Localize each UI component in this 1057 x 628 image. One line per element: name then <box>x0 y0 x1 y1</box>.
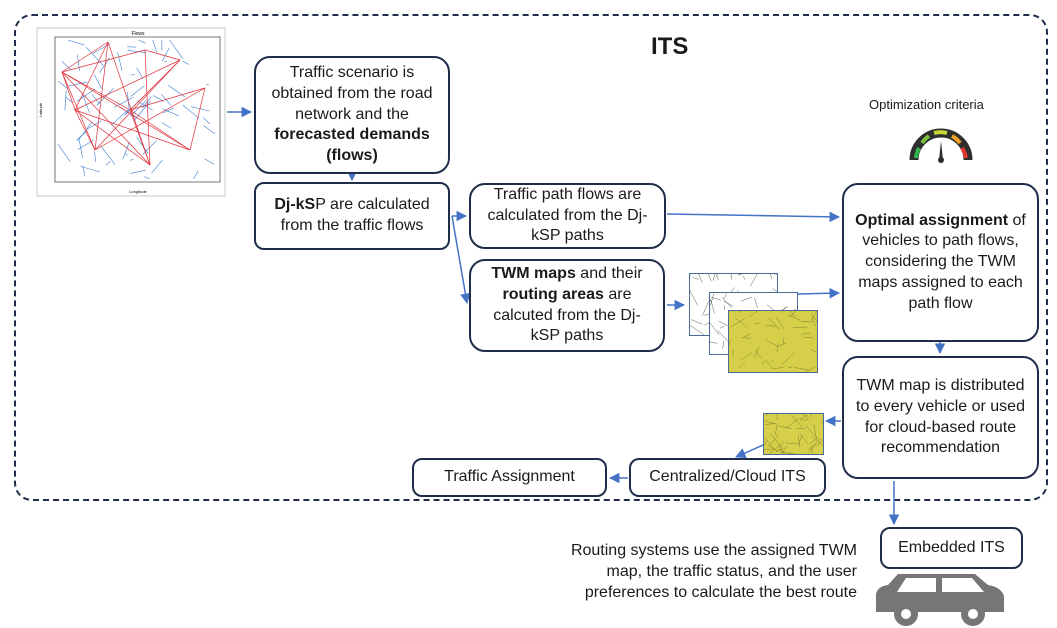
embedded-its-box: Embedded ITS <box>880 527 1023 569</box>
plot-title: Flows <box>131 31 145 37</box>
traffic-scenario-box: Traffic scenario is obtained from the ro… <box>254 56 450 174</box>
twm-maps-box: TWM maps and their routing areas are cal… <box>469 259 665 352</box>
twm-map-thumbnail <box>728 310 818 373</box>
its-boundary <box>14 14 1048 501</box>
traffic-assignment-box: Traffic Assignment <box>412 458 607 497</box>
car-icon <box>876 574 1004 626</box>
road-network-plot: Flows Longitude Latitude <box>36 27 226 197</box>
its-title: ITS <box>651 33 689 60</box>
path-flows-box: Traffic path flows are calculated from t… <box>469 183 666 249</box>
optimal-assignment-box: Optimal assignment of vehicles to path f… <box>842 183 1039 342</box>
plot-ylabel: Latitude <box>38 102 43 117</box>
djksp-box: Dj-kSP are calculated from the traffic f… <box>254 182 450 250</box>
speedometer-icon <box>909 128 973 163</box>
twm-distribution-box: TWM map is distributed to every vehicle … <box>842 356 1039 479</box>
plot-xlabel: Longitude <box>129 189 147 194</box>
twm-map-assigned <box>763 413 824 455</box>
centralized-its-box: Centralized/Cloud ITS <box>629 458 826 497</box>
optimization-criteria-label: Optimization criteria <box>869 97 984 112</box>
routing-systems-text: Routing systems use the assigned TWM map… <box>570 542 857 601</box>
